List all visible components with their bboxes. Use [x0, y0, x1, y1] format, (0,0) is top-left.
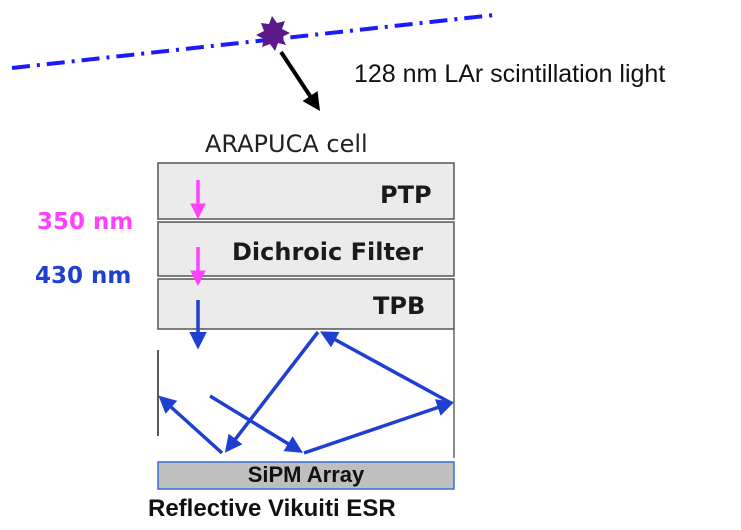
wavelength-350-label: 350 nm: [37, 209, 134, 235]
tpb-label: TPB: [373, 292, 426, 320]
ptp-layer: [157, 162, 455, 220]
wavelength-430-label: 430 nm: [35, 263, 132, 289]
ptp-label: PTP: [380, 181, 432, 209]
sipm-array: [157, 461, 455, 490]
reflective-esr-label: Reflective Vikuiti ESR: [148, 495, 396, 522]
tpb-layer: [157, 278, 455, 330]
ray-3: [209, 394, 303, 453]
dichroic-filter-label: Dichroic Filter: [232, 238, 424, 266]
scintillation-flash: [256, 16, 290, 51]
ray-2: [158, 395, 224, 455]
reflection-paths: [158, 330, 455, 455]
ray-5: [319, 331, 452, 405]
cell-title: ARAPUCA cell: [205, 130, 368, 158]
sipm-array-label: SiPM Array: [247, 462, 365, 487]
particle-track: [11, 13, 495, 70]
light-arrow: [279, 50, 320, 112]
ray-4: [303, 399, 455, 455]
ray-1: [224, 330, 320, 453]
dichroic-filter-layer: [157, 221, 455, 277]
scintillation-light-label: 128 nm LAr scintillation light: [354, 60, 666, 88]
